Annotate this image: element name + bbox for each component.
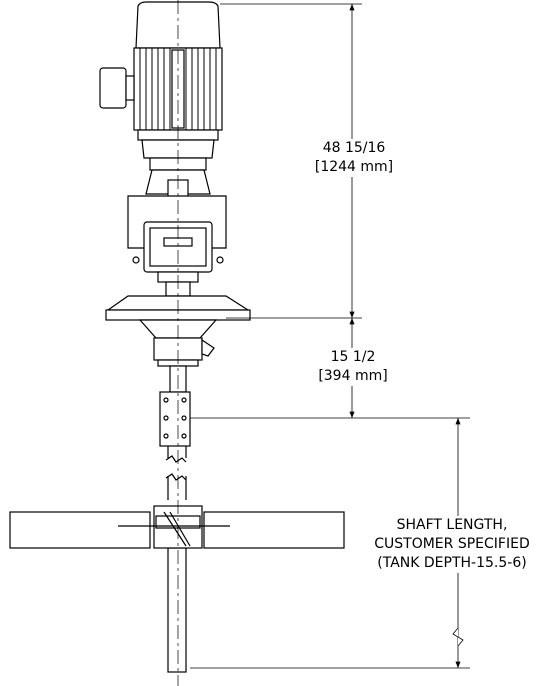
gearbox [127,195,227,297]
dim-lower-label: 15 1/2 [394 mm] [308,348,398,386]
dim-lower-value: 15 1/2 [330,349,376,365]
dim-upper-metric: [1244 mm] [314,159,394,175]
impeller [9,505,345,549]
shaft [159,365,191,673]
dim-upper-label: 48 15/16 [1244 mm] [306,139,402,177]
dim-lower-metric: [394 mm] [318,368,388,384]
dim-upper-value: 48 15/16 [322,140,386,156]
dim-shaft-line3: (TANK DEPTH-15.5-6) [377,555,527,571]
dim-shaft-label: SHAFT LENGTH, CUSTOMER SPECIFIED (TANK D… [368,516,536,573]
dim-shaft-line1: SHAFT LENGTH, [396,517,508,533]
motor [99,1,223,199]
dim-shaft-line2: CUSTOMER SPECIFIED [374,536,530,552]
